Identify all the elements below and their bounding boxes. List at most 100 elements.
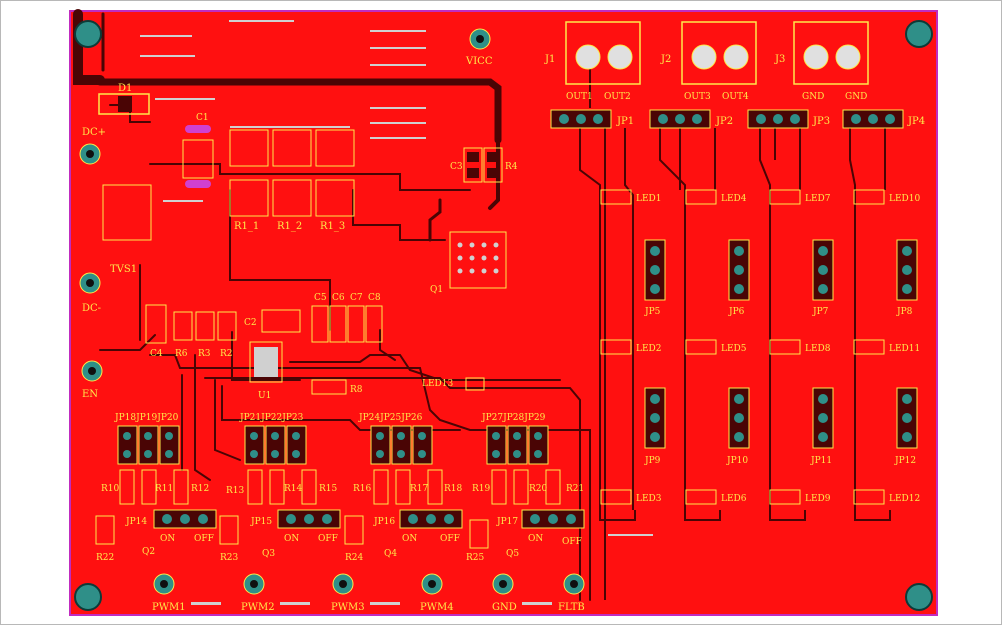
c5-label: C5 — [314, 293, 327, 303]
d1-label: D1 — [118, 83, 132, 94]
off-label-3: OFF — [440, 534, 460, 544]
led4-label: LED4 — [721, 194, 747, 204]
pwm1-label: PWM1 — [152, 602, 186, 613]
led2-label: LED2 — [636, 344, 662, 354]
r18-label: R18 — [444, 484, 463, 494]
r22-label: R22 — [96, 553, 114, 563]
u1-label: U1 — [258, 391, 271, 401]
c4-label: C4 — [150, 349, 163, 359]
c5-c8-group — [311, 305, 383, 343]
out2-label: OUT2 — [604, 92, 631, 102]
jp3-label: JP3 — [812, 116, 830, 127]
fltb-label: FLTB — [558, 602, 585, 613]
led8-label: LED8 — [805, 344, 831, 354]
jp15-label: JP15 — [250, 517, 272, 527]
vertical-jumpers — [644, 239, 918, 449]
jp21-23-label: JP21JP22JP23 — [239, 413, 304, 423]
q1-label: Q1 — [430, 285, 443, 295]
q2-label: Q2 — [142, 547, 155, 557]
power-input-pads: DC+ DC- TVS1 EN — [79, 127, 152, 400]
r13-label: R13 — [226, 486, 245, 496]
jp27-29-label: JP27JP28JP29 — [481, 413, 546, 423]
r15-label: R15 — [319, 484, 338, 494]
pwm2-label: PWM2 — [241, 602, 275, 613]
off-label-1: OFF — [194, 534, 214, 544]
jp16-label: JP16 — [373, 517, 395, 527]
off-label-4: OFF — [562, 537, 582, 547]
r12-label: R12 — [191, 484, 209, 494]
vicc-label: VICC — [465, 56, 493, 67]
jp6-label: JP6 — [728, 307, 745, 317]
c6-label: C6 — [332, 293, 345, 303]
led12-label: LED12 — [889, 494, 920, 504]
q1-component: Q1 — [430, 231, 507, 295]
en-label: EN — [82, 389, 98, 400]
jp9-label: JP9 — [644, 456, 661, 466]
r21-label: R21 — [566, 484, 584, 494]
q3-label: Q3 — [262, 549, 275, 559]
j1-label: J1 — [544, 54, 555, 65]
jp5-label: JP5 — [644, 307, 661, 317]
r1-1-label: R1_1 — [234, 221, 259, 232]
r17-label: R17 — [410, 484, 429, 494]
c1-label: C1 — [196, 113, 209, 123]
out1-label: OUT1 — [566, 92, 593, 102]
jp2-label: JP2 — [715, 116, 733, 127]
on-label-4: ON — [528, 534, 543, 544]
r24-label: R24 — [345, 553, 364, 563]
led5-label: LED5 — [721, 344, 747, 354]
on-label-3: ON — [402, 534, 417, 544]
bottom-resistors — [119, 469, 561, 505]
led13-label: LED13 — [422, 379, 453, 389]
led-footprints — [600, 189, 885, 505]
r20-label: R20 — [529, 484, 548, 494]
c8-label: C8 — [368, 293, 381, 303]
c2-u1-components: C2 U1 — [244, 309, 301, 401]
dc-plus-label: DC+ — [82, 127, 106, 138]
on-label-2: ON — [284, 534, 299, 544]
led6-label: LED6 — [721, 494, 747, 504]
jp24-26-label: JP24JP25JP26 — [358, 413, 423, 423]
r1-2-label: R1_2 — [277, 221, 302, 232]
q4-label: Q4 — [384, 549, 397, 559]
off-label-2: OFF — [318, 534, 338, 544]
r4-label: R4 — [505, 162, 518, 172]
jp1-label: JP1 — [616, 116, 634, 127]
r10-label: R10 — [101, 484, 120, 494]
r25-label: R25 — [466, 553, 485, 563]
c3-label: C3 — [450, 162, 463, 172]
d1-component: D1 — [98, 83, 150, 115]
c7-label: C7 — [350, 293, 363, 303]
c1-component: C1 — [182, 113, 214, 188]
c2-label: C2 — [244, 318, 257, 328]
r14-label: R14 — [284, 484, 303, 494]
r19-label: R19 — [472, 484, 491, 494]
r1-resistors — [229, 129, 355, 217]
led10-label: LED10 — [889, 194, 920, 204]
r8-led13: R8 LED13 — [311, 377, 485, 395]
out3-label: OUT3 — [684, 92, 711, 102]
jp11-label: JP11 — [810, 456, 832, 466]
jp14-label: JP14 — [125, 517, 147, 527]
q5-label: Q5 — [506, 549, 519, 559]
led3-label: LED3 — [636, 494, 662, 504]
pwm4-label: PWM4 — [420, 602, 454, 613]
jp7-label: JP7 — [812, 307, 829, 317]
r23-label: R23 — [220, 553, 239, 563]
out4-label: OUT4 — [722, 92, 749, 102]
bottom-test-pads — [153, 573, 585, 605]
j2-label: J2 — [660, 54, 671, 65]
jp17-label: JP17 — [496, 517, 518, 527]
jp12-label: JP12 — [894, 456, 916, 466]
r2-label: R2 — [220, 349, 233, 359]
jumper-blocks — [117, 425, 549, 465]
gnd-bottom-label: GND — [492, 602, 517, 613]
j3-label: J3 — [774, 54, 785, 65]
r1-3-label: R1_3 — [320, 221, 345, 232]
led11-label: LED11 — [889, 344, 920, 354]
r11-label: R11 — [155, 484, 173, 494]
mounting-holes — [74, 20, 933, 611]
dc-minus-label: DC- — [82, 303, 101, 314]
jp8-label: JP8 — [896, 307, 913, 317]
